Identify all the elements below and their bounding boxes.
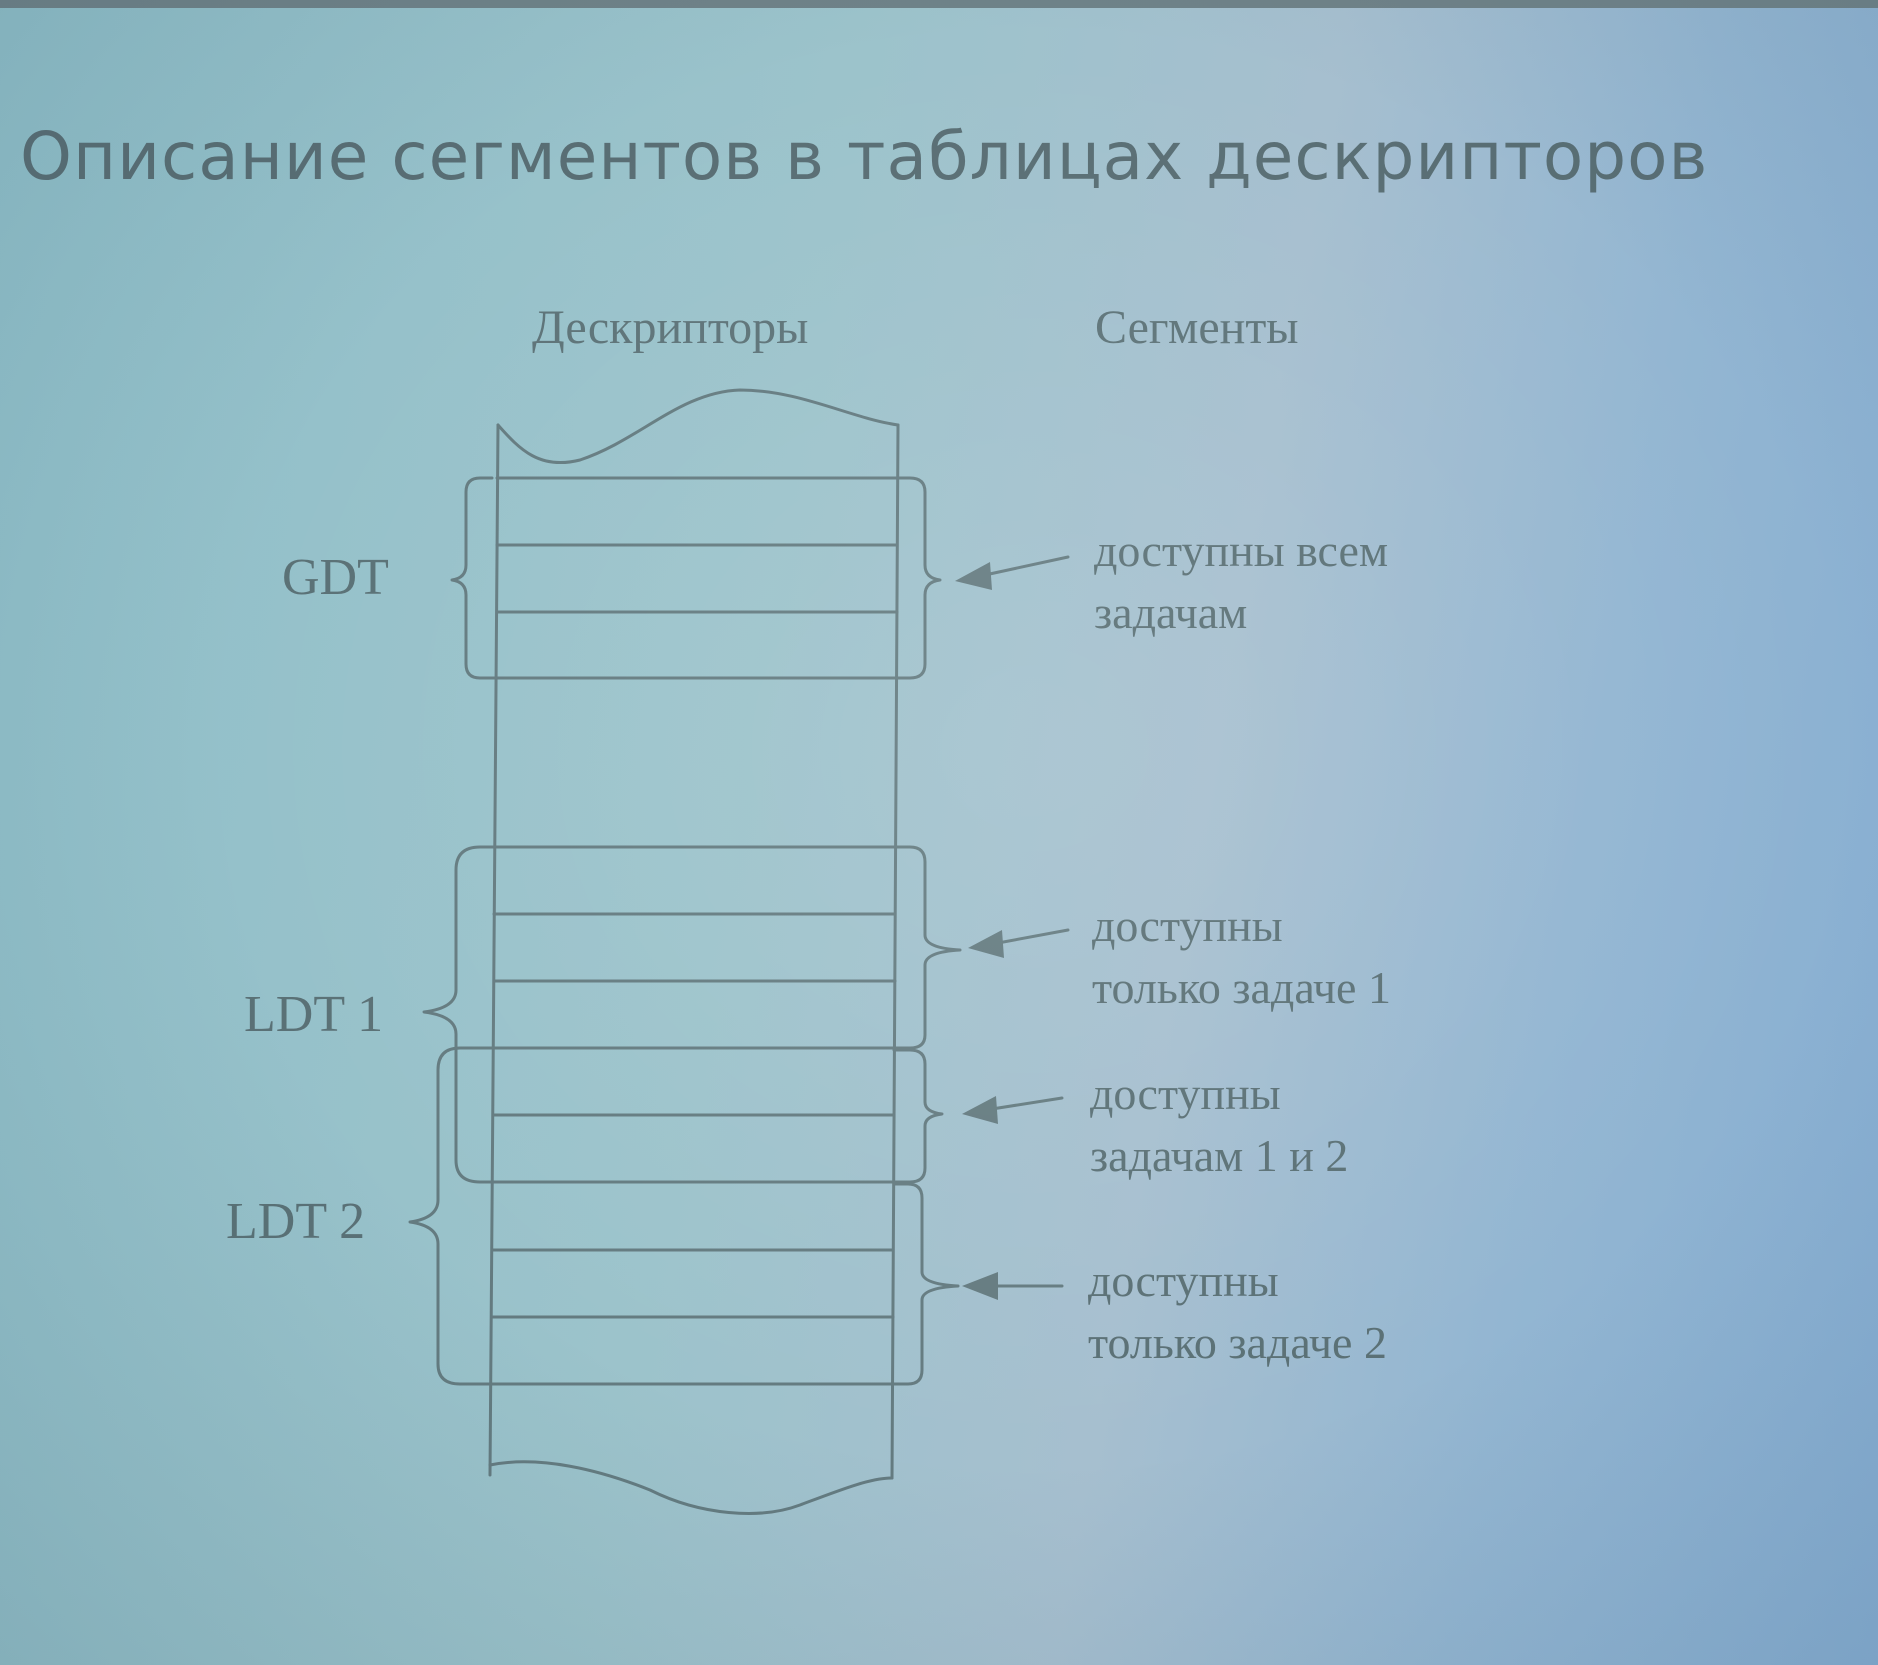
ldt2-brace xyxy=(408,1046,495,1386)
segment-label-line: задачам xyxy=(1094,587,1248,638)
slide-title: Описание сегментов в таблицах дескриптор… xyxy=(20,118,1709,195)
segment-label-line: доступны xyxy=(1090,1068,1281,1119)
ldt1-brace xyxy=(422,845,496,1184)
segment-label-line: задачам 1 и 2 xyxy=(1090,1130,1349,1181)
segment-label-line: доступны всем xyxy=(1094,525,1389,576)
task1-segment-brace xyxy=(892,845,962,1050)
descriptor-column-outline xyxy=(488,423,500,1477)
gdt-segment-brace xyxy=(895,476,942,680)
gdt-brace xyxy=(450,476,498,680)
descriptor-rows xyxy=(489,476,899,1386)
column-header-descriptors: Дескрипторы xyxy=(532,301,809,354)
bottom-break-wave xyxy=(488,1460,894,1515)
label-ldt1: LDT 1 xyxy=(244,986,384,1043)
arrow-all-tasks xyxy=(983,555,1070,577)
arrow-task1 xyxy=(996,928,1070,945)
segment-label-line: доступны xyxy=(1088,1255,1279,1306)
label-ldt2: LDT 2 xyxy=(226,1193,366,1250)
segment-label-line: только задаче 2 xyxy=(1088,1317,1387,1368)
segment-label-all-tasks: доступны всем задачам xyxy=(1094,520,1388,644)
segment-label-tasks-1-2: доступны задачам 1 и 2 xyxy=(1090,1063,1348,1187)
segment-label-line: доступны xyxy=(1092,900,1283,951)
column-header-segments: Сегменты xyxy=(1095,301,1299,354)
label-gdt: GDT xyxy=(282,549,389,606)
segment-label-line: только задаче 1 xyxy=(1092,962,1391,1013)
task2-segment-brace xyxy=(891,1182,960,1386)
segment-label-task2: доступны только задаче 2 xyxy=(1088,1250,1387,1374)
segment-label-task1: доступны только задаче 1 xyxy=(1092,895,1391,1019)
slide-top-edge xyxy=(0,0,1878,8)
arrow-tasks-1-2 xyxy=(990,1096,1064,1111)
top-break-wave xyxy=(496,388,900,465)
task12-segment-brace xyxy=(892,1048,944,1184)
